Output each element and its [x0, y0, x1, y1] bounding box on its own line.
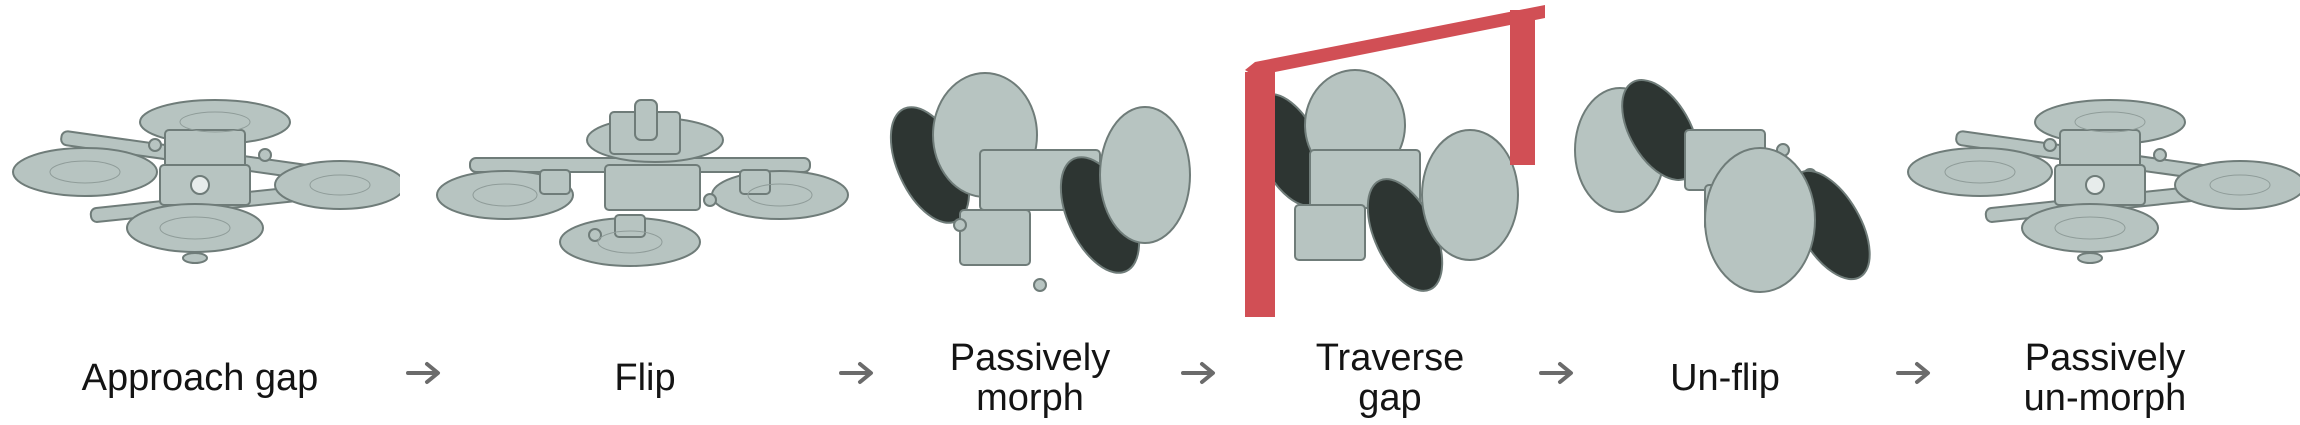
panel-passively-un-morph: [1895, 0, 2300, 330]
arrow-right-icon: [1895, 358, 1935, 388]
arrow-right-icon: [405, 358, 445, 388]
caption-line: un-morph: [2023, 376, 2187, 419]
caption-line: Approach gap: [81, 356, 319, 399]
caption-un-flip: Un-flip: [1575, 330, 1875, 425]
drone-unmorph-illustration: [1907, 99, 2300, 264]
panel-approach-gap: [0, 0, 400, 330]
caption-line: Passively: [949, 336, 1111, 379]
caption-approach-gap: Approach gap: [0, 330, 400, 425]
drone-flip-illustration: [436, 99, 849, 267]
caption-line: morph: [976, 376, 1084, 419]
caption-line: gap: [1358, 376, 1422, 419]
caption-line: Traverse: [1315, 336, 1465, 379]
caption-passively-morph: Passively morph: [860, 330, 1200, 425]
drone-flat-illustration: [12, 99, 400, 264]
arrow-right-icon: [838, 358, 878, 388]
panel-passively-morph: [860, 0, 1200, 330]
drone-morph-illustration: [889, 72, 1191, 292]
caption-traverse-gap: Traverse gap: [1240, 330, 1540, 425]
caption-passively-un-morph: Passively un-morph: [1955, 330, 2255, 425]
arrow-right-icon: [1538, 358, 1578, 388]
caption-flip: Flip: [445, 330, 845, 425]
drone-traverse-illustration: [1245, 5, 1545, 317]
caption-line: Passively: [2024, 336, 2186, 379]
panel-un-flip: [1555, 0, 1895, 330]
panel-flip: [430, 0, 850, 330]
gap-frame: [1245, 5, 1545, 317]
caption-line: Flip: [614, 356, 676, 399]
panel-traverse-gap: [1215, 0, 1545, 330]
arrow-right-icon: [1180, 358, 1220, 388]
caption-line: Un-flip: [1670, 356, 1780, 399]
drone-unflip-illustration: [1574, 79, 1871, 293]
